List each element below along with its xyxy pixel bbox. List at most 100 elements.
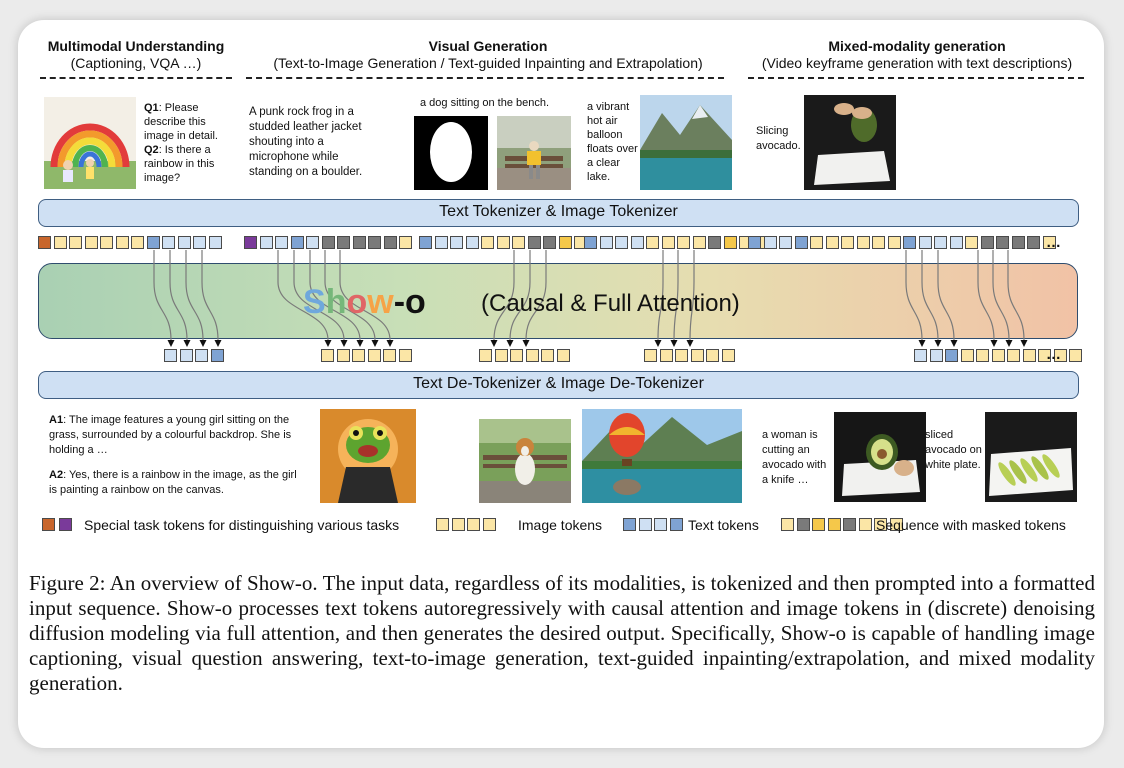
a1-label: A1	[49, 414, 64, 426]
avocado-cut-image	[834, 412, 926, 502]
input-token	[630, 236, 644, 249]
legend-masked-token	[858, 518, 872, 531]
figure-card: Multimodal Understanding (Captioning, VQ…	[18, 20, 1104, 748]
question-block: Q1: Please describe this image in detail…	[144, 101, 230, 185]
output-token	[659, 349, 673, 362]
input-token	[558, 236, 572, 249]
input-token	[996, 236, 1009, 249]
input-token	[434, 236, 448, 249]
connection-arrowhead	[324, 340, 332, 347]
logo-letter-o2: o	[405, 283, 426, 321]
output-token	[352, 349, 365, 362]
legend-masked-token	[796, 518, 810, 531]
legend-text-token	[654, 518, 667, 531]
logo-letter-o: o	[346, 283, 368, 321]
output-token	[1069, 349, 1082, 362]
input-token	[53, 236, 67, 249]
input-token	[465, 236, 479, 249]
balloon-lake-image	[582, 409, 742, 503]
input-token	[661, 236, 675, 249]
answer-1: A1: The image features a young girl sitt…	[49, 413, 299, 458]
connection-line	[657, 250, 664, 341]
header-mixed-modality-title: Mixed-modality generation	[828, 38, 1006, 54]
legend-image-token	[451, 518, 465, 531]
connection-arrowhead	[490, 340, 498, 347]
video-prompt: Slicing avocado.	[756, 125, 801, 152]
input-token	[723, 236, 737, 249]
legend-text-label: Text tokens	[688, 517, 759, 533]
input-token	[208, 236, 222, 249]
input-token	[275, 236, 288, 249]
rainbow-painting-image	[44, 97, 136, 189]
input-token	[692, 236, 706, 249]
connection-arrowhead	[670, 340, 678, 347]
output-token	[210, 349, 224, 362]
input-token	[980, 236, 994, 249]
connection-line	[293, 250, 345, 341]
output-token	[195, 349, 208, 362]
input-token	[399, 236, 412, 249]
t2i-prompt: A punk rock frog in a studded leather ja…	[249, 106, 363, 178]
input-token	[337, 236, 350, 249]
connection-line	[525, 250, 547, 341]
header-divider-mid	[246, 77, 724, 79]
output-token	[179, 349, 193, 362]
a1-text: : The image features a young girl sittin…	[49, 414, 292, 456]
show-o-model-box	[38, 263, 1078, 339]
output-token	[541, 349, 554, 362]
connection-arrowhead	[356, 340, 364, 347]
connection-line	[339, 250, 391, 341]
frog-generated-image	[320, 409, 416, 503]
legend-masked-token	[781, 518, 794, 531]
output-token	[383, 349, 396, 362]
legend-masked-token	[827, 518, 841, 531]
output-token	[976, 349, 989, 362]
output-token	[556, 349, 570, 362]
input-token	[543, 236, 556, 249]
legend-masked-token	[889, 518, 903, 531]
output-token	[706, 349, 719, 362]
input-token	[383, 236, 397, 249]
input-token	[84, 236, 98, 249]
answer-2: A2: Yes, there is a rainbow in the image…	[49, 468, 299, 498]
connection-line	[921, 250, 939, 341]
input-sequence-ellipsis: …	[1046, 234, 1062, 251]
figure-caption: Figure 2: An overview of Show-o. The inp…	[29, 571, 1095, 695]
input-token	[965, 236, 978, 249]
output-token	[945, 349, 958, 362]
model-subtitle: (Causal & Full Attention)	[481, 290, 740, 317]
connection-line	[992, 250, 1010, 341]
connection-arrowhead	[371, 340, 379, 347]
input-token	[677, 236, 690, 249]
input-token	[321, 236, 335, 249]
legend-text-token	[638, 518, 652, 531]
q2-label: Q2	[144, 144, 159, 156]
legend-image-token	[467, 518, 480, 531]
connection-line	[905, 250, 923, 341]
input-token	[177, 236, 191, 249]
legend-image-label: Image tokens	[518, 517, 603, 533]
output-sequence-ellipsis: …	[1046, 346, 1062, 363]
connection-line	[689, 250, 695, 341]
avocado-sliced-image	[985, 412, 1077, 502]
input-token	[763, 236, 777, 249]
output-token	[675, 349, 688, 362]
q2-text: : Is there a rainbow in this image?	[144, 144, 215, 184]
output-token	[510, 349, 523, 362]
a2-label: A2	[49, 469, 64, 481]
connection-arrowhead	[183, 340, 191, 347]
input-token	[1027, 236, 1040, 249]
legend-masked-token	[812, 518, 825, 531]
connection-arrowhead	[950, 340, 958, 347]
header-visual-generation-sub: (Text-to-Image Generation / Text-guided …	[273, 55, 703, 71]
q1-label: Q1	[144, 102, 159, 114]
output-token	[525, 349, 539, 362]
input-token	[903, 236, 916, 249]
input-token	[100, 236, 113, 249]
legend-special-orange-token	[42, 518, 55, 531]
output-token	[721, 349, 735, 362]
input-token	[69, 236, 82, 249]
connection-arrowhead	[199, 340, 207, 347]
input-token	[146, 236, 160, 249]
input-token	[794, 236, 808, 249]
